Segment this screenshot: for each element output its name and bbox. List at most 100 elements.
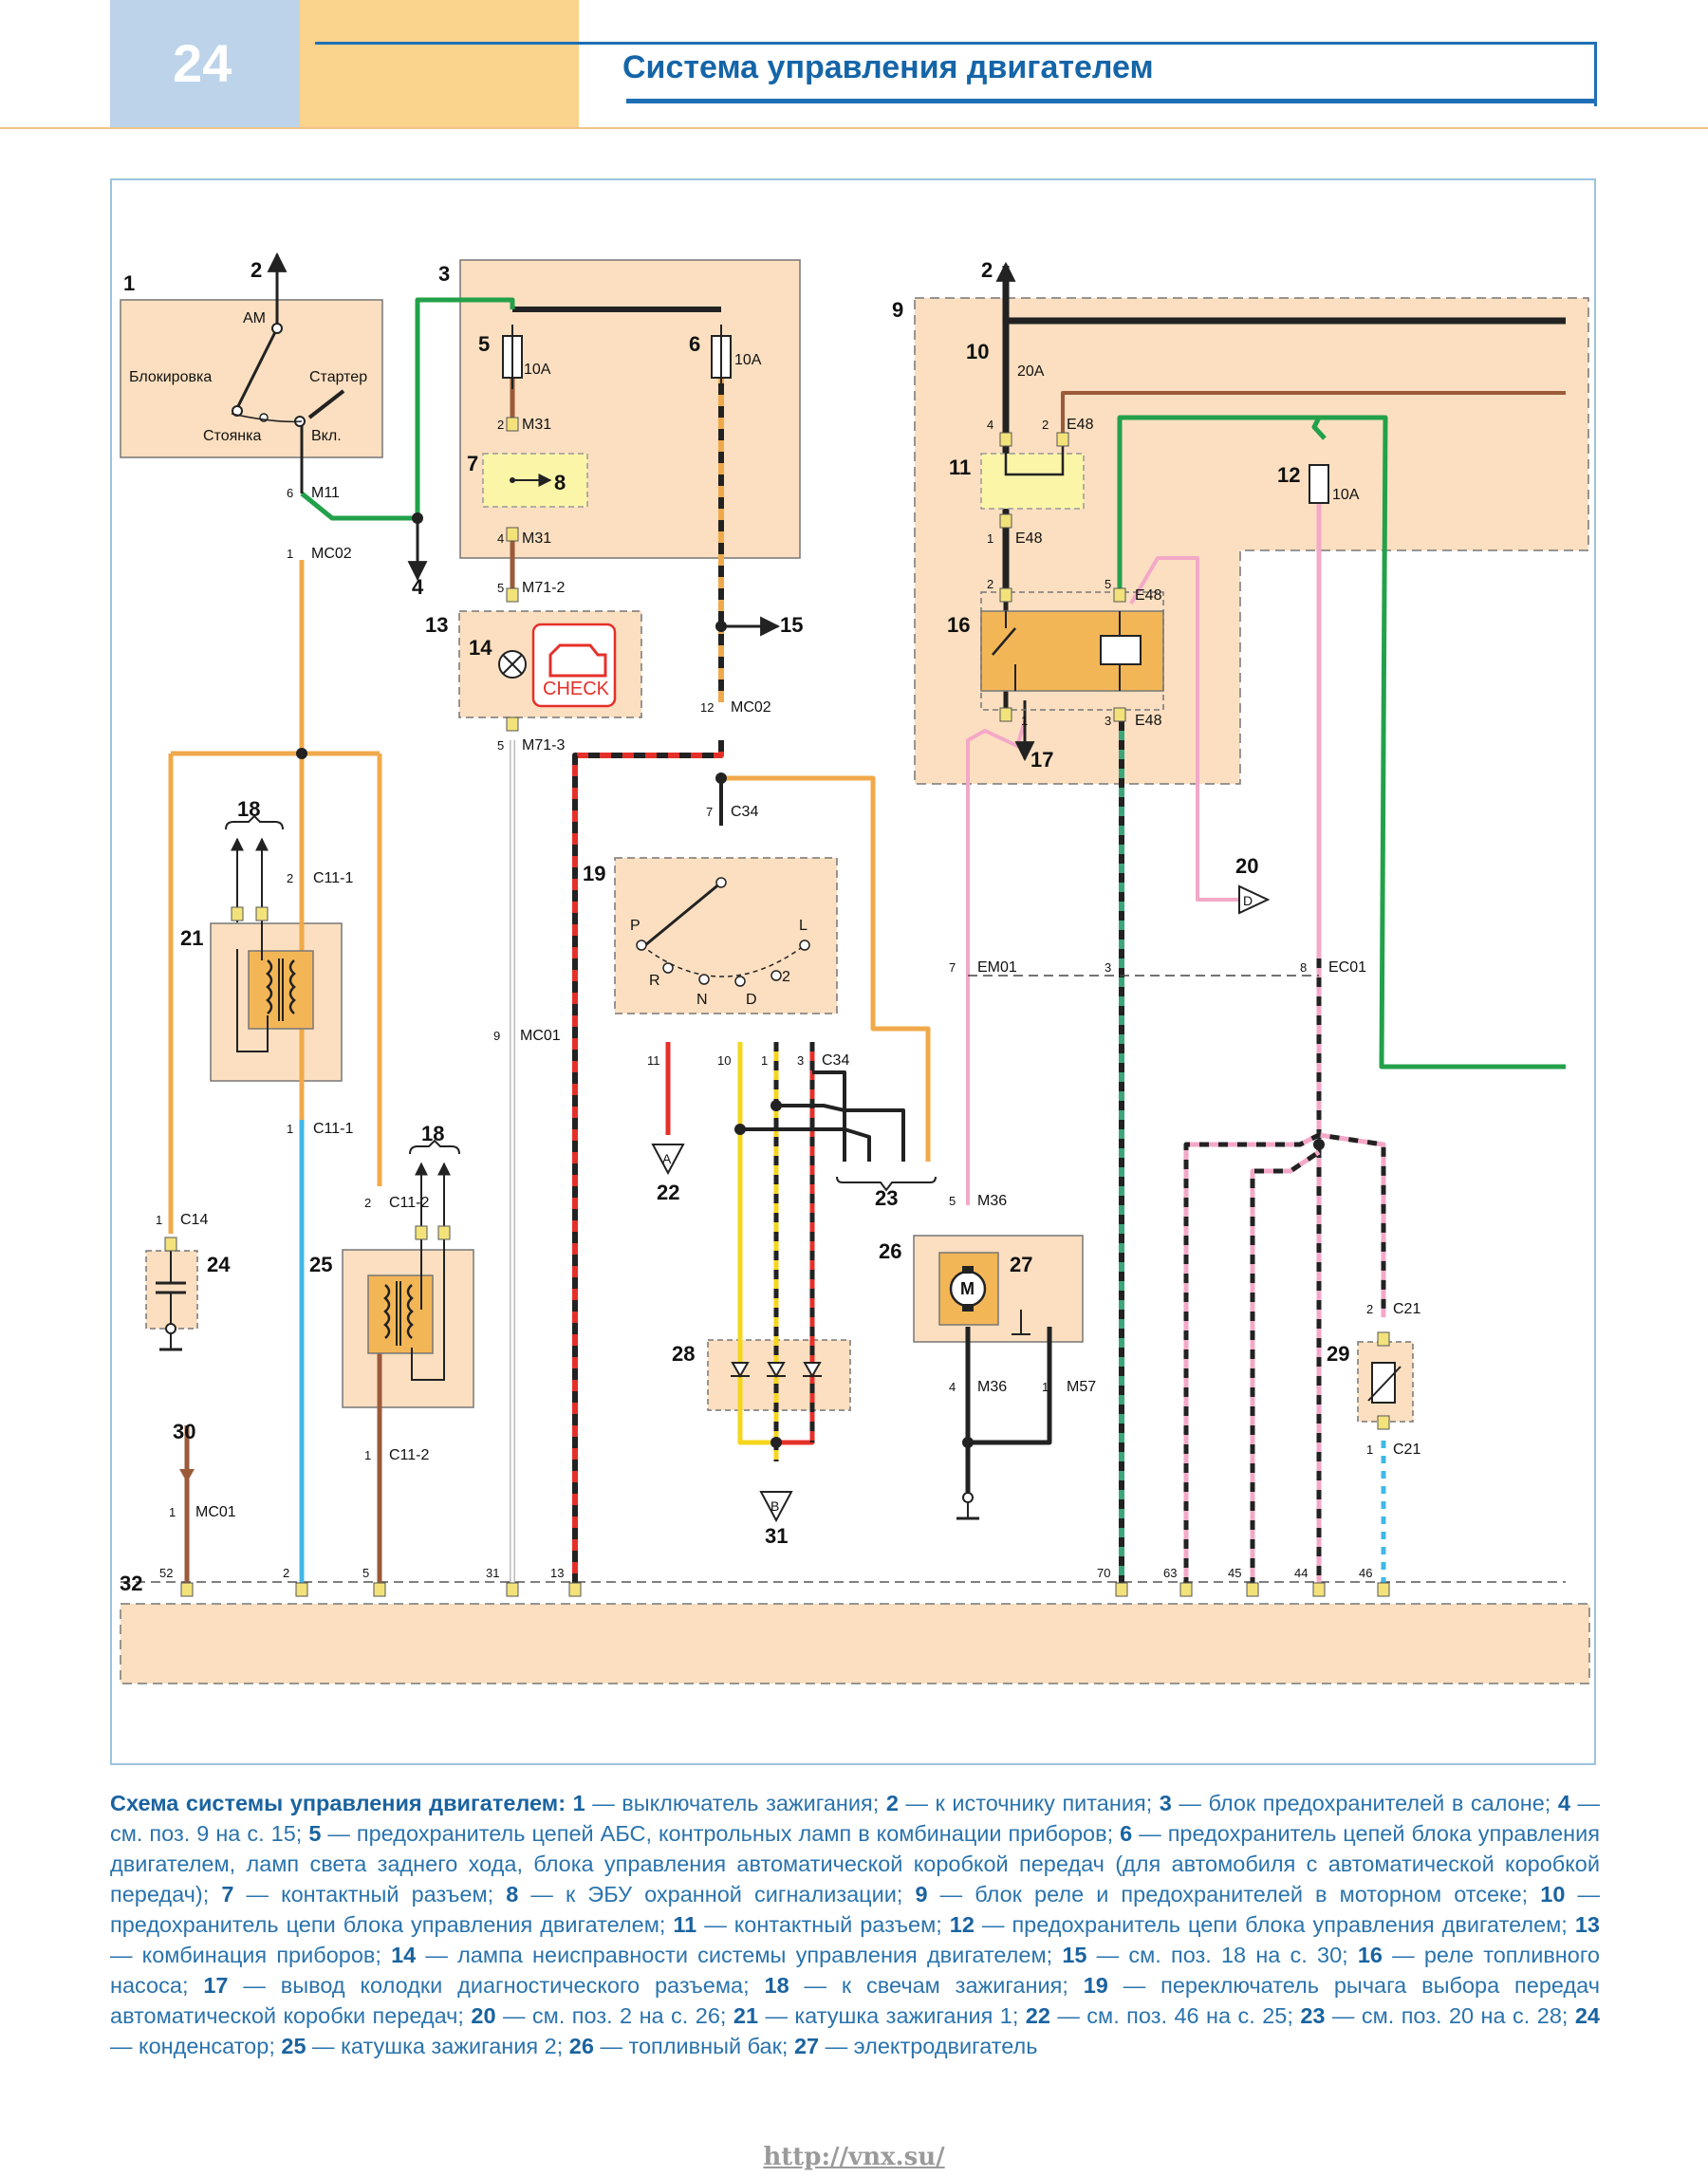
- svg-text:46: 46: [1359, 1566, 1372, 1580]
- ref-20: 20: [1235, 854, 1258, 878]
- svg-text:5: 5: [362, 1566, 369, 1580]
- caption-item-number: 19: [1083, 1973, 1108, 1998]
- caption-item-number: 13: [1574, 1912, 1600, 1937]
- svg-text:C11-2: C11-2: [389, 1447, 429, 1463]
- svg-text:7: 7: [949, 960, 956, 975]
- svg-text:2: 2: [287, 871, 293, 885]
- caption-item-text: — см. поз. 46 на с. 25;: [1049, 2003, 1301, 2028]
- svg-text:2: 2: [1366, 1302, 1373, 1316]
- svg-text:C34: C34: [822, 1052, 849, 1069]
- svg-text:63: 63: [1163, 1566, 1177, 1580]
- caption-item-number: 16: [1357, 1943, 1383, 1967]
- caption-item-text: — топливный бак;: [593, 2034, 794, 2058]
- ref-19: 19: [583, 862, 605, 885]
- svg-text:1: 1: [364, 1448, 371, 1462]
- page-title: Система управления двигателем: [622, 49, 1154, 85]
- caption-item-number: 12: [949, 1912, 975, 1937]
- svg-text:1: 1: [1366, 1442, 1373, 1457]
- ref-21: 21: [180, 926, 203, 950]
- ref-28: 28: [672, 1342, 695, 1366]
- svg-text:M36: M36: [977, 1193, 1007, 1209]
- label-am: AM: [243, 310, 266, 326]
- diagram-caption: Схема системы управления двигателем: 1 —…: [110, 1788, 1600, 2061]
- caption-item-number: 6: [1120, 1821, 1133, 1846]
- diagram-labels: 1 2 3 4 5 6 7 8 9 2 10 11 12 13 14 15 16…: [120, 258, 1349, 1595]
- ref-14: 14: [469, 636, 492, 660]
- label-on: Вкл.: [311, 428, 342, 444]
- header-top-line: [315, 42, 1596, 45]
- caption-item-text: — катушка зажигания 1;: [758, 2003, 1026, 2028]
- caption-item-text: — см. поз. 20 на с. 28;: [1325, 2003, 1575, 2028]
- footer-url[interactable]: http://vnx.su/: [763, 2143, 945, 2171]
- svg-text:1: 1: [156, 1213, 162, 1227]
- svg-text:1: 1: [169, 1505, 176, 1519]
- caption-item-text: — к свечам зажигания;: [789, 1973, 1084, 1998]
- ref-29: 29: [1327, 1342, 1349, 1366]
- ground-d: D: [1243, 893, 1253, 908]
- caption-item-text: — см. поз. 9 на с. 15;: [110, 1791, 1601, 1846]
- caption-item-text: — контактный разъем;: [233, 1882, 507, 1907]
- svg-text:44: 44: [1294, 1566, 1308, 1580]
- engine-ecu-box: [120, 1603, 1590, 1684]
- ref-18-coil2: 18: [421, 1122, 444, 1145]
- ref-22: 22: [657, 1181, 679, 1204]
- svg-text:M71-3: M71-3: [522, 737, 565, 754]
- ref-30: 30: [173, 1420, 195, 1443]
- svg-text:2: 2: [987, 577, 993, 591]
- svg-text:3: 3: [1105, 960, 1111, 975]
- ref-6: 6: [689, 332, 700, 356]
- caption-item-text: — см. поз. 2 на с. 26;: [495, 2003, 733, 2028]
- svg-text:3: 3: [1105, 714, 1111, 728]
- svg-text:10: 10: [717, 1053, 731, 1068]
- header-page-number-block: [110, 0, 300, 127]
- svg-text:4: 4: [497, 531, 504, 546]
- diagram-frame: [110, 178, 1596, 1765]
- caption-item-number: 3: [1159, 1791, 1172, 1815]
- svg-text:M31: M31: [522, 417, 551, 433]
- svg-text:5: 5: [949, 1194, 956, 1208]
- svg-text:3: 3: [797, 1053, 804, 1068]
- svg-text:C34: C34: [731, 804, 758, 820]
- ref-25: 25: [309, 1253, 332, 1276]
- ref-2-relaybox: 2: [981, 258, 993, 282]
- svg-text:MC01: MC01: [195, 1504, 236, 1520]
- caption-item-number: 2: [885, 1791, 899, 1815]
- caption-item-number: 27: [793, 2034, 820, 2058]
- caption-item-text: — конденсатор;: [110, 2034, 282, 2058]
- check-lamp-text: CHECK: [543, 679, 610, 699]
- svg-text:1: 1: [287, 1122, 293, 1136]
- svg-text:EM01: EM01: [977, 959, 1017, 976]
- caption-item-text: — предохранитель цепей блока управления …: [110, 1821, 1600, 1907]
- caption-item-number: 18: [764, 1973, 789, 1998]
- caption-item-number: 5: [308, 1821, 322, 1846]
- symbols: [156, 251, 1402, 1597]
- header-accent-block: [300, 0, 579, 127]
- ref-9: 9: [892, 298, 903, 322]
- svg-text:7: 7: [706, 805, 713, 819]
- svg-text:C14: C14: [180, 1212, 208, 1228]
- svg-text:70: 70: [1097, 1566, 1110, 1580]
- ref-4: 4: [412, 575, 424, 599]
- ref-12: 12: [1277, 463, 1300, 487]
- pin-numbers: 6 1 2 4 5 5 12 7 2 1 2 1 1 9 1 11 10 1 3…: [156, 418, 1373, 1580]
- caption-items: 1 — выключатель зажигания; 2 — к источни…: [110, 1791, 1600, 2058]
- ref-26: 26: [879, 1239, 901, 1263]
- svg-text:2: 2: [497, 418, 504, 432]
- ref-1: 1: [123, 271, 135, 295]
- svg-text:E48: E48: [1135, 713, 1162, 729]
- pos-n: N: [696, 992, 708, 1008]
- svg-text:4: 4: [949, 1380, 956, 1394]
- ref-32: 32: [120, 1572, 142, 1595]
- caption-item-number: 20: [471, 2003, 496, 2028]
- caption-item-text: — см. поз. 18 на с. 30;: [1086, 1943, 1358, 1967]
- ref-10: 10: [966, 340, 989, 363]
- svg-text:12: 12: [700, 700, 714, 715]
- svg-text:1: 1: [1021, 714, 1028, 728]
- pos-r: R: [649, 973, 660, 989]
- svg-text:2: 2: [1042, 418, 1049, 432]
- ref-3: 3: [438, 262, 450, 286]
- caption-item-number: 4: [1557, 1791, 1570, 1815]
- svg-text:C11-1: C11-1: [313, 1121, 353, 1137]
- ref-8: 8: [554, 471, 566, 494]
- caption-item-text: — блок предохранителей в салоне;: [1171, 1791, 1558, 1815]
